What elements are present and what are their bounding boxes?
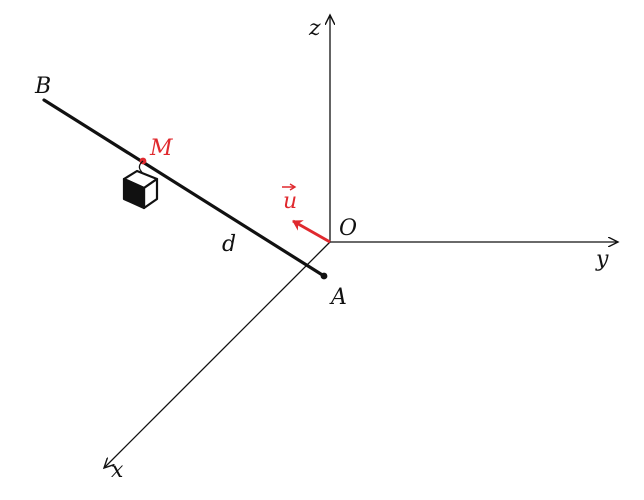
point-a [320,272,328,280]
label-z: z [308,16,321,41]
label-x: x [111,458,124,483]
label-y: y [595,247,609,272]
label-o: O [339,216,357,241]
vector-u [292,219,331,244]
line-d [42,98,326,278]
cube-icon [122,169,159,210]
label-u: u [283,189,297,214]
x-axis [104,241,331,468]
vector-arrow-icon [282,183,297,191]
label-d: d [222,232,236,257]
label-b: B [34,74,51,99]
label-a: A [329,285,347,310]
label-m: M [149,136,173,161]
